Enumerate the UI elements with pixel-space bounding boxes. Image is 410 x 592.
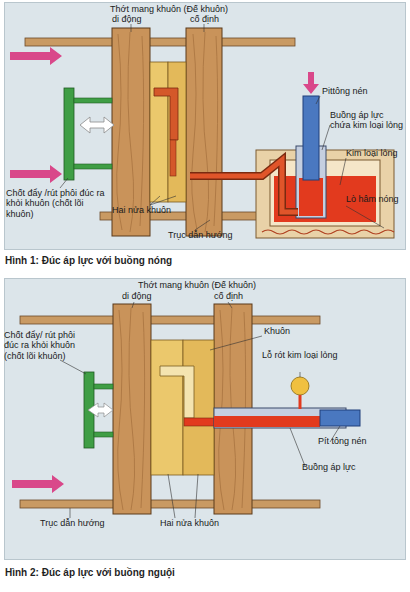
figure-caption: Hình 2: Đúc áp lực với buồng nguội bbox=[5, 567, 175, 578]
part-label: Thớt mang khuôn (Đế khuôn) bbox=[110, 4, 260, 14]
part-label: Chốt đẩy/ rút phôi đúc ra khỏi khuôn (ch… bbox=[4, 330, 78, 361]
part-label: Lỗ rót kim loại lỏng bbox=[262, 350, 348, 360]
figure-caption: Hình 1: Đúc áp lực với buồng nóng bbox=[5, 255, 172, 266]
part-label: Chốt đẩy /rút phôi đúc ra khỏi khuôn (ch… bbox=[6, 188, 106, 219]
part-label: Thớt mang khuôn (Đế khuôn) bbox=[138, 280, 298, 290]
part-label: Pittông nén bbox=[322, 86, 392, 96]
part-label: Trục dẫn hướng bbox=[40, 518, 130, 528]
part-label: Kim loại lỏng bbox=[346, 148, 400, 158]
part-label: di động bbox=[122, 291, 172, 301]
part-label: Pít tông nén bbox=[318, 436, 398, 446]
part-label: Buồng áp lực chứa kim loại lỏng bbox=[330, 110, 406, 131]
part-label: cố định bbox=[214, 291, 264, 301]
part-label: Hai nửa khuôn bbox=[160, 518, 250, 528]
part-label: cố định bbox=[190, 14, 240, 24]
part-label: Lò hâm nóng bbox=[346, 194, 400, 204]
part-label: Khuôn bbox=[264, 326, 304, 336]
part-label: di động bbox=[112, 14, 162, 24]
part-label: Hai nửa khuôn bbox=[112, 205, 192, 215]
part-label: Trục dẫn hướng bbox=[168, 230, 258, 240]
part-label: Buồng áp lực bbox=[302, 462, 392, 472]
